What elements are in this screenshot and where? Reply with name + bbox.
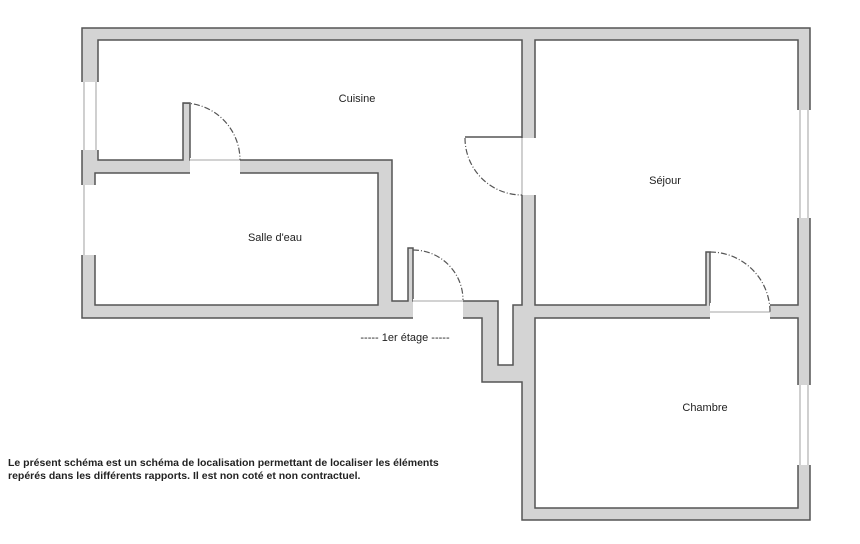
door-gap-landing <box>413 299 463 320</box>
room-label-salle-deau: Salle d'eau <box>247 232 303 244</box>
room-label-sejour: Séjour <box>649 175 681 187</box>
room-salle-deau <box>94 172 379 306</box>
door-gap-chambre <box>710 303 770 320</box>
room-label-cuisine: Cuisine <box>338 93 376 105</box>
door-gap-salle-deau <box>190 158 240 175</box>
room-sejour <box>534 39 799 306</box>
room-chambre <box>534 317 799 509</box>
door-swing-chambre <box>709 251 771 313</box>
floor-label: ----- 1er étage ----- <box>360 332 450 344</box>
door-swing-sejour <box>464 137 523 196</box>
door-gap-sejour <box>520 138 537 195</box>
window-left-2 <box>80 185 97 255</box>
disclaimer: Le présent schéma est un schéma de local… <box>8 457 528 483</box>
disclaimer-line-1: Le présent schéma est un schéma de local… <box>8 457 439 469</box>
room-label-chambre: Chambre <box>682 402 728 414</box>
window-left-1 <box>80 82 100 150</box>
disclaimer-line-2: repérés dans les différents rapports. Il… <box>8 470 361 482</box>
window-right-2 <box>796 385 812 465</box>
window-right-1 <box>796 110 812 218</box>
door-swing-salle-deau <box>182 102 241 161</box>
door-swing-landing <box>412 249 464 301</box>
